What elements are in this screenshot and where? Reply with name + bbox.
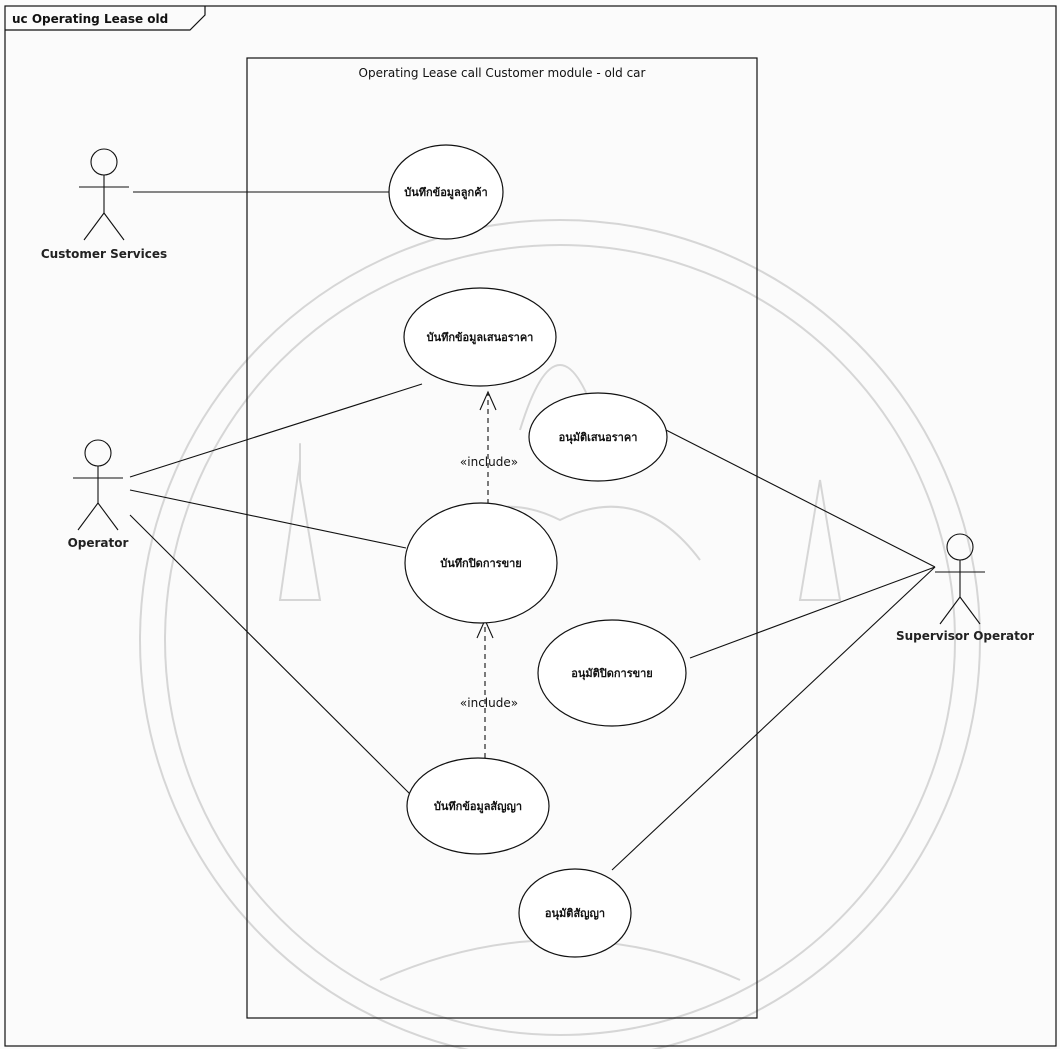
- assoc-supervisor-uc7: [611, 566, 936, 871]
- use-case-uc2[interactable]: บันทึกข้อมูลเสนอราคา: [403, 287, 557, 387]
- frame-title: uc Operating Lease old: [12, 12, 168, 26]
- use-case-uc5[interactable]: อนุมัติปิดการขาย: [537, 619, 687, 727]
- use-case-uc6[interactable]: บันทึกข้อมูลสัญญา: [406, 757, 550, 855]
- actor-head-icon: [90, 148, 118, 176]
- assoc-operator-uc6: [129, 514, 413, 797]
- uc3-label: อนุมัติเสนอราคา: [559, 431, 638, 445]
- actor-head-icon: [84, 439, 112, 467]
- use-case-uc7[interactable]: อนุมัติสัญญา: [518, 868, 632, 958]
- uc1-label: บันทึกข้อมูลลูกค้า: [404, 186, 487, 200]
- uc5-label: อนุมัติปิดการขาย: [571, 667, 653, 681]
- uc2-label: บันทึกข้อมูลเสนอราคา: [427, 331, 534, 345]
- assoc-supervisor-uc3: [665, 429, 936, 568]
- associations: [129, 191, 936, 871]
- include-arrowhead-1: [479, 390, 497, 411]
- actor-operator[interactable]: Operator: [68, 439, 129, 550]
- system-boundary: Operating Lease call Customer module - o…: [246, 57, 758, 1019]
- frame: uc Operating Lease old: [4, 5, 1057, 1047]
- actor-supervisor-operator-label: Supervisor Operator: [896, 629, 1034, 643]
- assoc-operator-uc2: [129, 383, 423, 478]
- use-case-uc1[interactable]: บันทึกข้อมูลลูกค้า: [388, 144, 504, 240]
- uc4-label: บันทึกปิดการขาย: [440, 557, 521, 570]
- use-case-uc3[interactable]: อนุมัติเสนอราคา: [528, 392, 668, 482]
- include-label-2: «include»: [460, 696, 518, 710]
- assoc-supervisor-uc5: [689, 566, 936, 659]
- actor-customer-services[interactable]: Customer Services: [41, 148, 167, 261]
- boundary-title: Operating Lease call Customer module - o…: [359, 66, 646, 80]
- uc6-label: บันทึกข้อมูลสัญญา: [434, 800, 522, 814]
- include-label-1: «include»: [460, 455, 518, 469]
- uc7-label: อนุมัติสัญญา: [545, 907, 605, 921]
- actor-supervisor-operator[interactable]: Supervisor Operator: [896, 533, 1034, 643]
- use-case-uc4[interactable]: บันทึกปิดการขาย: [404, 502, 558, 624]
- actor-operator-label: Operator: [68, 536, 129, 550]
- assoc-operator-uc4: [129, 489, 407, 549]
- actor-customer-services-label: Customer Services: [41, 247, 167, 261]
